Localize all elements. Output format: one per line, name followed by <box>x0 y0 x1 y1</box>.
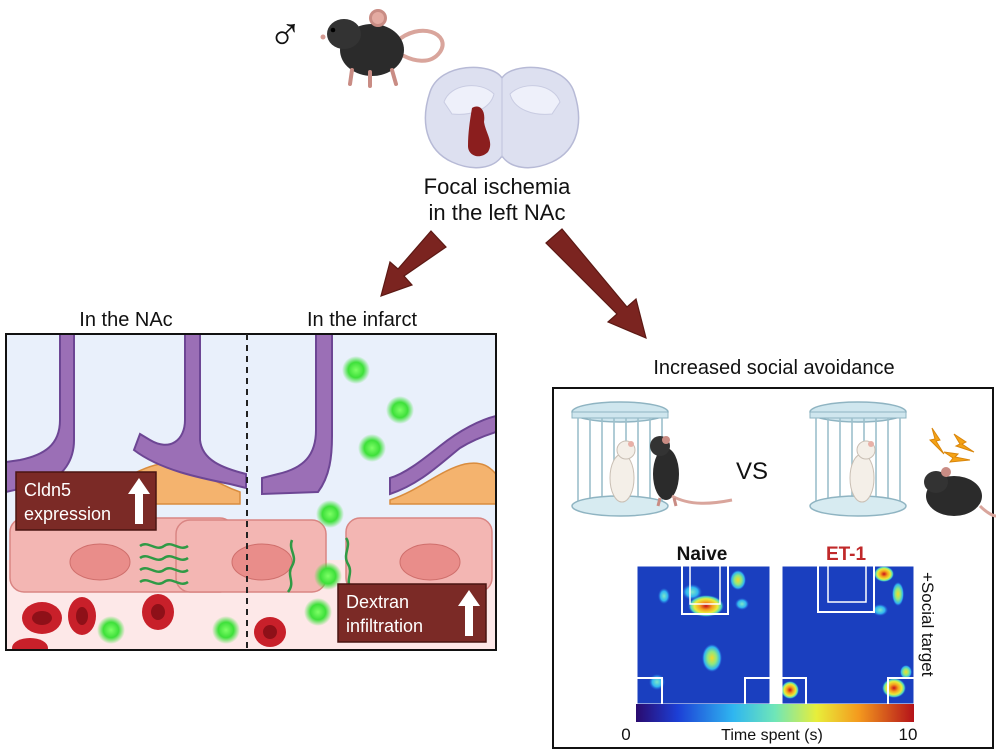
heatmap-naive <box>636 565 771 705</box>
astrocyte-endfoot <box>389 414 496 496</box>
red-blood-cells <box>12 594 286 650</box>
cage-icon <box>571 401 669 517</box>
mouse-icon <box>924 467 997 518</box>
arrow-to-behavior-panel <box>545 228 647 340</box>
label-in-the-nac: In the NAc <box>79 309 172 331</box>
mouse-icon <box>320 9 445 88</box>
cldn5-line1: Cldn5 <box>24 480 71 500</box>
colorbar-min: 0 <box>621 725 630 744</box>
heatmap-title-naive: Naive <box>677 544 728 565</box>
dextran-line1: Dextran <box>346 592 409 612</box>
nucleus <box>69 543 131 581</box>
lightning-icon <box>928 427 975 463</box>
dextran-label-box: Dextran infiltration <box>337 583 487 643</box>
mouse-icon <box>650 436 733 507</box>
label-in-the-infarct: In the infarct <box>307 309 418 331</box>
male-symbol-icon: ♂ <box>268 6 303 58</box>
brain-slice-icon <box>424 66 580 169</box>
dextran-particles <box>97 356 414 644</box>
up-arrow-icon <box>458 590 480 636</box>
right-panel-frame <box>552 387 994 749</box>
cldn5-line2: expression <box>24 504 111 524</box>
cldn5-label-box: Cldn5 expression <box>15 471 157 531</box>
tight-junction-icon <box>139 537 354 593</box>
colorbar-max: 10 <box>899 725 918 744</box>
nucleus <box>399 543 461 581</box>
heatmap-et1 <box>781 565 915 705</box>
heatmap-title-et1: ET-1 <box>826 544 867 565</box>
up-arrow-icon <box>128 478 150 524</box>
left-panel-frame <box>5 333 497 651</box>
social-avoidance-title: Increased social avoidance <box>653 357 894 379</box>
cage-icon <box>809 401 907 517</box>
social-target-label: +Social target <box>918 572 937 677</box>
nucleus <box>231 543 293 581</box>
arrow-to-nac-panel <box>380 230 447 297</box>
colorbar <box>636 704 914 722</box>
colorbar-label: Time spent (s) <box>721 727 823 744</box>
astrocyte-endfoot <box>261 334 333 496</box>
versus-label: VS <box>736 458 768 485</box>
astrocyte-endfoot <box>6 334 75 494</box>
dextran-line2: infiltration <box>346 616 423 636</box>
astrocyte-endfoot <box>132 334 247 490</box>
ischemia-caption-line1: Focal ischemia <box>424 174 571 199</box>
ischemia-caption-line2: in the left NAc <box>429 200 566 225</box>
